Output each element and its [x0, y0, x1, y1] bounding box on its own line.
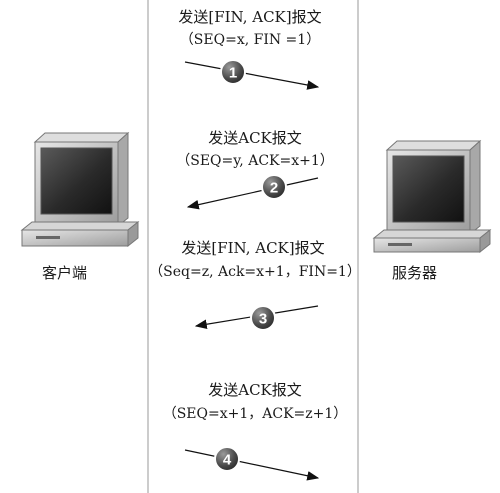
message-2-title: 发送ACK报文 [208, 129, 302, 147]
message-1-arrow [184, 61, 320, 90]
step-2-badge: 2 [261, 174, 287, 200]
svg-text:4: 4 [223, 452, 232, 469]
server-label: 服务器 [392, 264, 438, 282]
client-label: 客户端 [42, 264, 88, 282]
message-1-detail: （SEQ=x, FIN =1） [179, 32, 321, 48]
message-4-detail: （SEQ=x+1，ACK=z+1） [162, 406, 348, 422]
message-2-arrow [186, 177, 319, 210]
step-4-badge: 4 [214, 446, 240, 472]
step-1-badge: 1 [220, 59, 246, 85]
client-computer-icon [20, 131, 140, 248]
server-computer-icon [372, 139, 492, 254]
message-4-arrow [184, 449, 320, 481]
svg-text:1: 1 [229, 65, 237, 82]
step-3-badge: 3 [250, 305, 276, 331]
svg-text:2: 2 [270, 180, 278, 197]
message-2-detail: （SEQ=y, ACK=x+1） [176, 153, 334, 169]
message-1-title: 发送[FIN, ACK]报文 [178, 8, 322, 26]
message-4-title: 发送ACK报文 [208, 381, 302, 399]
svg-text:3: 3 [259, 311, 267, 328]
message-3-title: 发送[FIN, ACK]报文 [181, 239, 325, 257]
message-3-detail: （Seq=z, Ack=x+1，FIN=1） [149, 264, 361, 280]
